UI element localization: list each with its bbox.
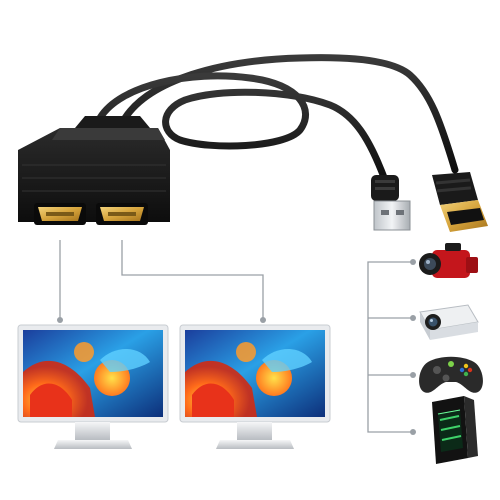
monitor (179, 324, 331, 449)
hdmi-port (96, 203, 148, 225)
projector-icon (419, 304, 479, 340)
gamepad-icon (419, 356, 483, 393)
connection-lines (57, 240, 416, 435)
camcorder-icon (419, 243, 478, 278)
monitor (17, 324, 169, 449)
usb-a-plug (371, 175, 411, 231)
hdmi-plug (432, 172, 488, 232)
hdmi-port (34, 203, 86, 225)
cable-assembly (96, 54, 459, 184)
desktop-pc-icon (432, 396, 478, 464)
splitter-box (18, 116, 170, 225)
